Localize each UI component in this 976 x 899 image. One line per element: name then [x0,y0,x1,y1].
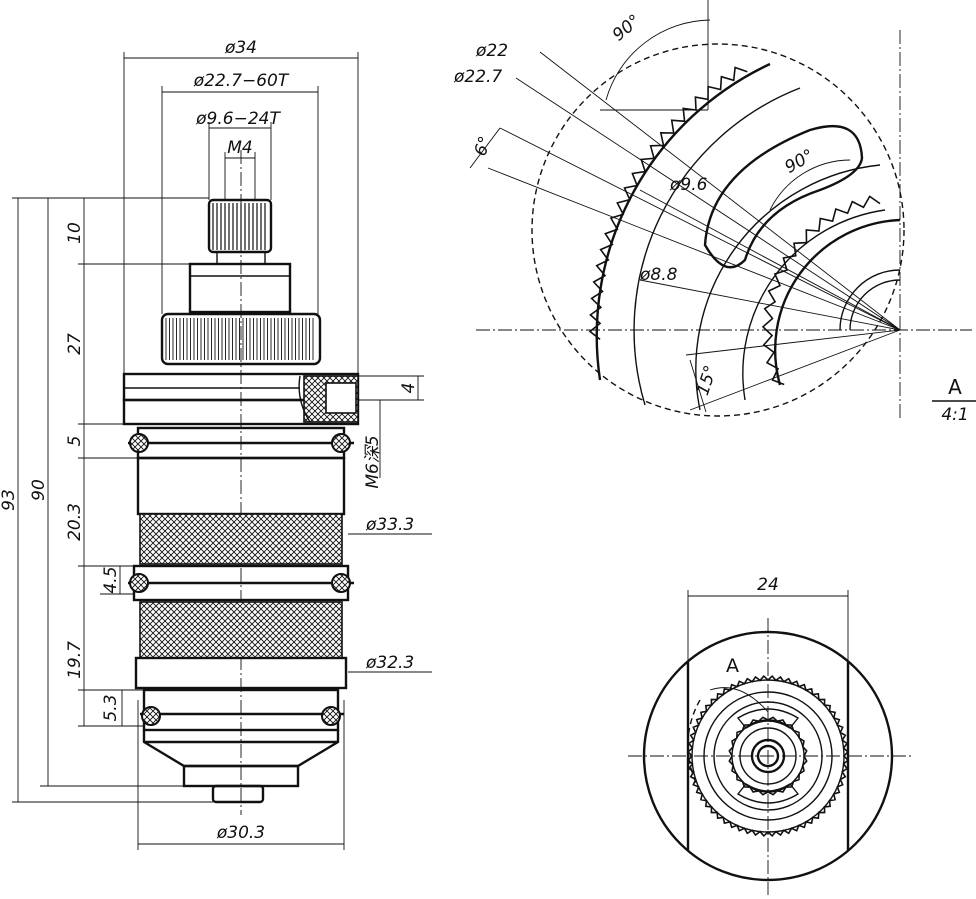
detail-scale: 4:1 [941,405,968,425]
end-outer-circle [642,630,894,882]
dim-d33-3: ø33.3 [365,515,414,535]
bottom-tip [211,784,265,804]
dim-m6-depth: M6深5 [363,435,383,488]
detail-view-a: 90° ø22 ø22.7 6° ø9.6 90° ø8.8 15° A 4:1 [453,0,976,425]
dim-h5: 5 [65,436,85,447]
dim-h4-5: 4.5 [101,566,121,593]
dim-d9-6-24t: ø9.6−24T [195,109,281,129]
end-dim-24: 24 [757,575,779,595]
detail-angle-15: 15° [693,363,721,398]
end-view: 24 A [628,575,912,895]
top-dimensions: ø34 ø22.7−60T ø9.6−24T M4 [123,38,359,374]
dim-h93: 93 [0,489,19,511]
dim-h4-port: 4 [399,383,419,394]
dim-d22-7-60t: ø22.7−60T [193,71,290,91]
knurled-nut [160,312,322,366]
body-lower [134,656,348,690]
right-dimensions: 4 M6深5 ø33.3 ø32.3 ø30.3 [137,375,432,850]
filter-mesh-upper [139,513,343,565]
o-ring-bottom [140,688,344,732]
detail-label-a: A [948,375,962,399]
dim-d32-3: ø32.3 [365,653,414,673]
detail-angle-90-inner: 90° [781,145,817,177]
m6-port-section [298,375,359,423]
detail-d22: ø22 [475,41,508,61]
dim-m4: M4 [227,138,252,158]
left-dimensions: 10 27 5 20.3 4.5 19.7 5.3 90 93 [0,197,213,803]
stem-neck [188,262,292,314]
filter-mesh-lower [139,601,343,659]
spline-stem [207,198,273,265]
dim-d30-3: ø30.3 [216,823,265,843]
dim-h19-7: 19.7 [65,641,85,679]
detail-angle-90-top: 90° [609,11,645,46]
inner-gear-arc [773,218,901,386]
slot-cutout [703,125,864,269]
o-ring-top [128,426,354,460]
dim-h27: 27 [65,333,85,355]
dim-h10: 10 [65,222,85,244]
detail-angle-6: 6° [471,134,496,159]
front-view: ø34 ø22.7−60T ø9.6−24T M4 [0,38,432,850]
dim-h5-3: 5.3 [101,694,121,721]
end-slot-bottom [736,783,800,804]
dim-d34: ø34 [224,38,257,58]
dim-h20-3: 20.3 [65,503,85,541]
dim-h90: 90 [29,479,49,501]
detail-d8-8: ø8.8 [639,265,678,285]
detail-d22-7: ø22.7 [453,67,502,87]
detail-d9-6: ø9.6 [669,175,708,195]
o-ring-middle [128,564,354,602]
end-slot-top [736,708,800,729]
detail-boundary [531,43,905,417]
end-view-marker-a: A [726,655,739,677]
